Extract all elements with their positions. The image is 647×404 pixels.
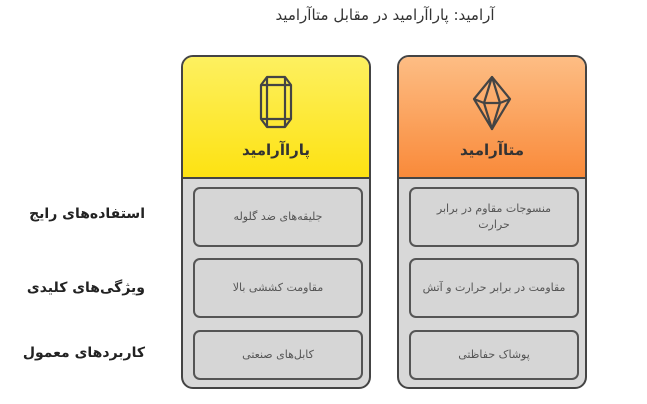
row-label-typical-applications: کاربردهای معمول [22,345,145,361]
cell-application: کابل‌های صنعتی [193,330,363,380]
column-header: پاراآرامید [183,57,369,179]
cell-key-property: مقاومت کششی بالا [193,258,363,318]
cell-application: پوشاک حفاظتی [409,330,579,380]
row-label-common-uses: استفاده‌های رایج [29,206,145,222]
column-meta-aramid: متاآرامید منسوجات مقاوم در برابر حرارت م… [397,55,587,389]
row-label-key-properties: ویژگی‌های کلیدی [26,280,145,296]
column-para-aramid: پاراآرامید جلیقه‌های ضد گلوله مقاومت کشش… [181,55,371,389]
cell-key-property: مقاومت در برابر حرارت و آتش [409,258,579,318]
hexagonal-prism-icon [259,75,293,129]
column-header: متاآرامید [399,57,585,179]
diagram-title: آرامید: پاراآرامید در مقابل متاآرامید [275,6,495,24]
column-title: متاآرامید [459,141,525,159]
octahedron-crystal-icon [472,75,512,131]
cell-common-use: منسوجات مقاوم در برابر حرارت [409,187,579,247]
column-title: پاراآرامید [241,141,311,159]
cell-common-use: جلیقه‌های ضد گلوله [193,187,363,247]
